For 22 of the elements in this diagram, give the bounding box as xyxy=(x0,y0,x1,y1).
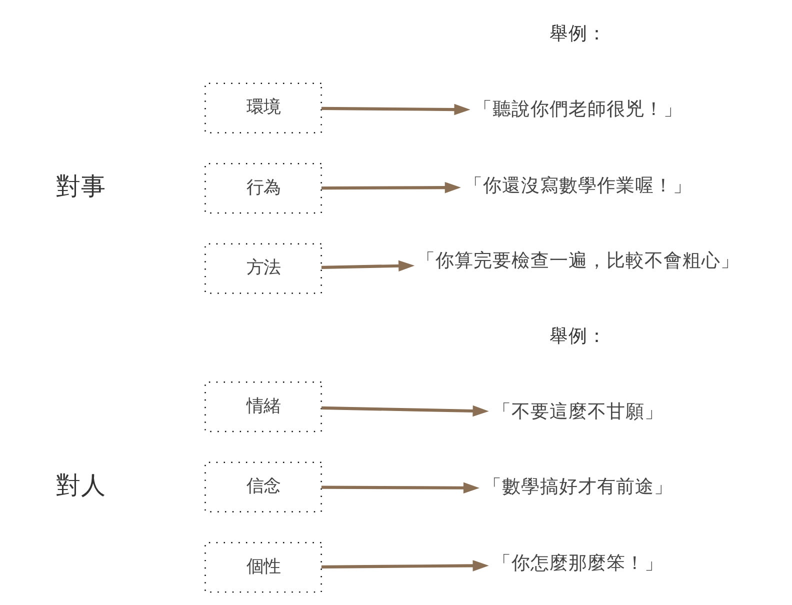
arrow xyxy=(321,560,489,572)
node-box: 行為 xyxy=(204,162,322,214)
node-box: 信念 xyxy=(204,462,322,512)
node-text: 「不要這麼不甘願」 xyxy=(492,401,664,422)
node-box: 方法 xyxy=(204,243,322,294)
node-text: 「數學搞好才有前途」 xyxy=(483,476,674,498)
node-box: 情緒 xyxy=(204,382,322,432)
arrow xyxy=(321,405,489,417)
label: 舉例： xyxy=(550,23,607,44)
node-text: 「你還沒寫數學作業喔！」 xyxy=(464,175,692,196)
arrow xyxy=(321,260,415,272)
arrow xyxy=(321,104,470,116)
node-box: 環境 xyxy=(204,82,322,134)
label: 對人 xyxy=(56,470,106,500)
label: 對事 xyxy=(56,171,106,200)
arrow xyxy=(321,482,480,494)
label: 舉例： xyxy=(550,326,607,348)
node-text: 「你算完要檢查一遍，比較不會粗心」 xyxy=(416,250,740,272)
arrow xyxy=(321,182,461,194)
node-text: 「聽說你們老師很兇！」 xyxy=(474,98,683,120)
node-box: 個性 xyxy=(204,542,322,593)
node-text: 「你怎麼那麼笨！」 xyxy=(492,553,664,574)
